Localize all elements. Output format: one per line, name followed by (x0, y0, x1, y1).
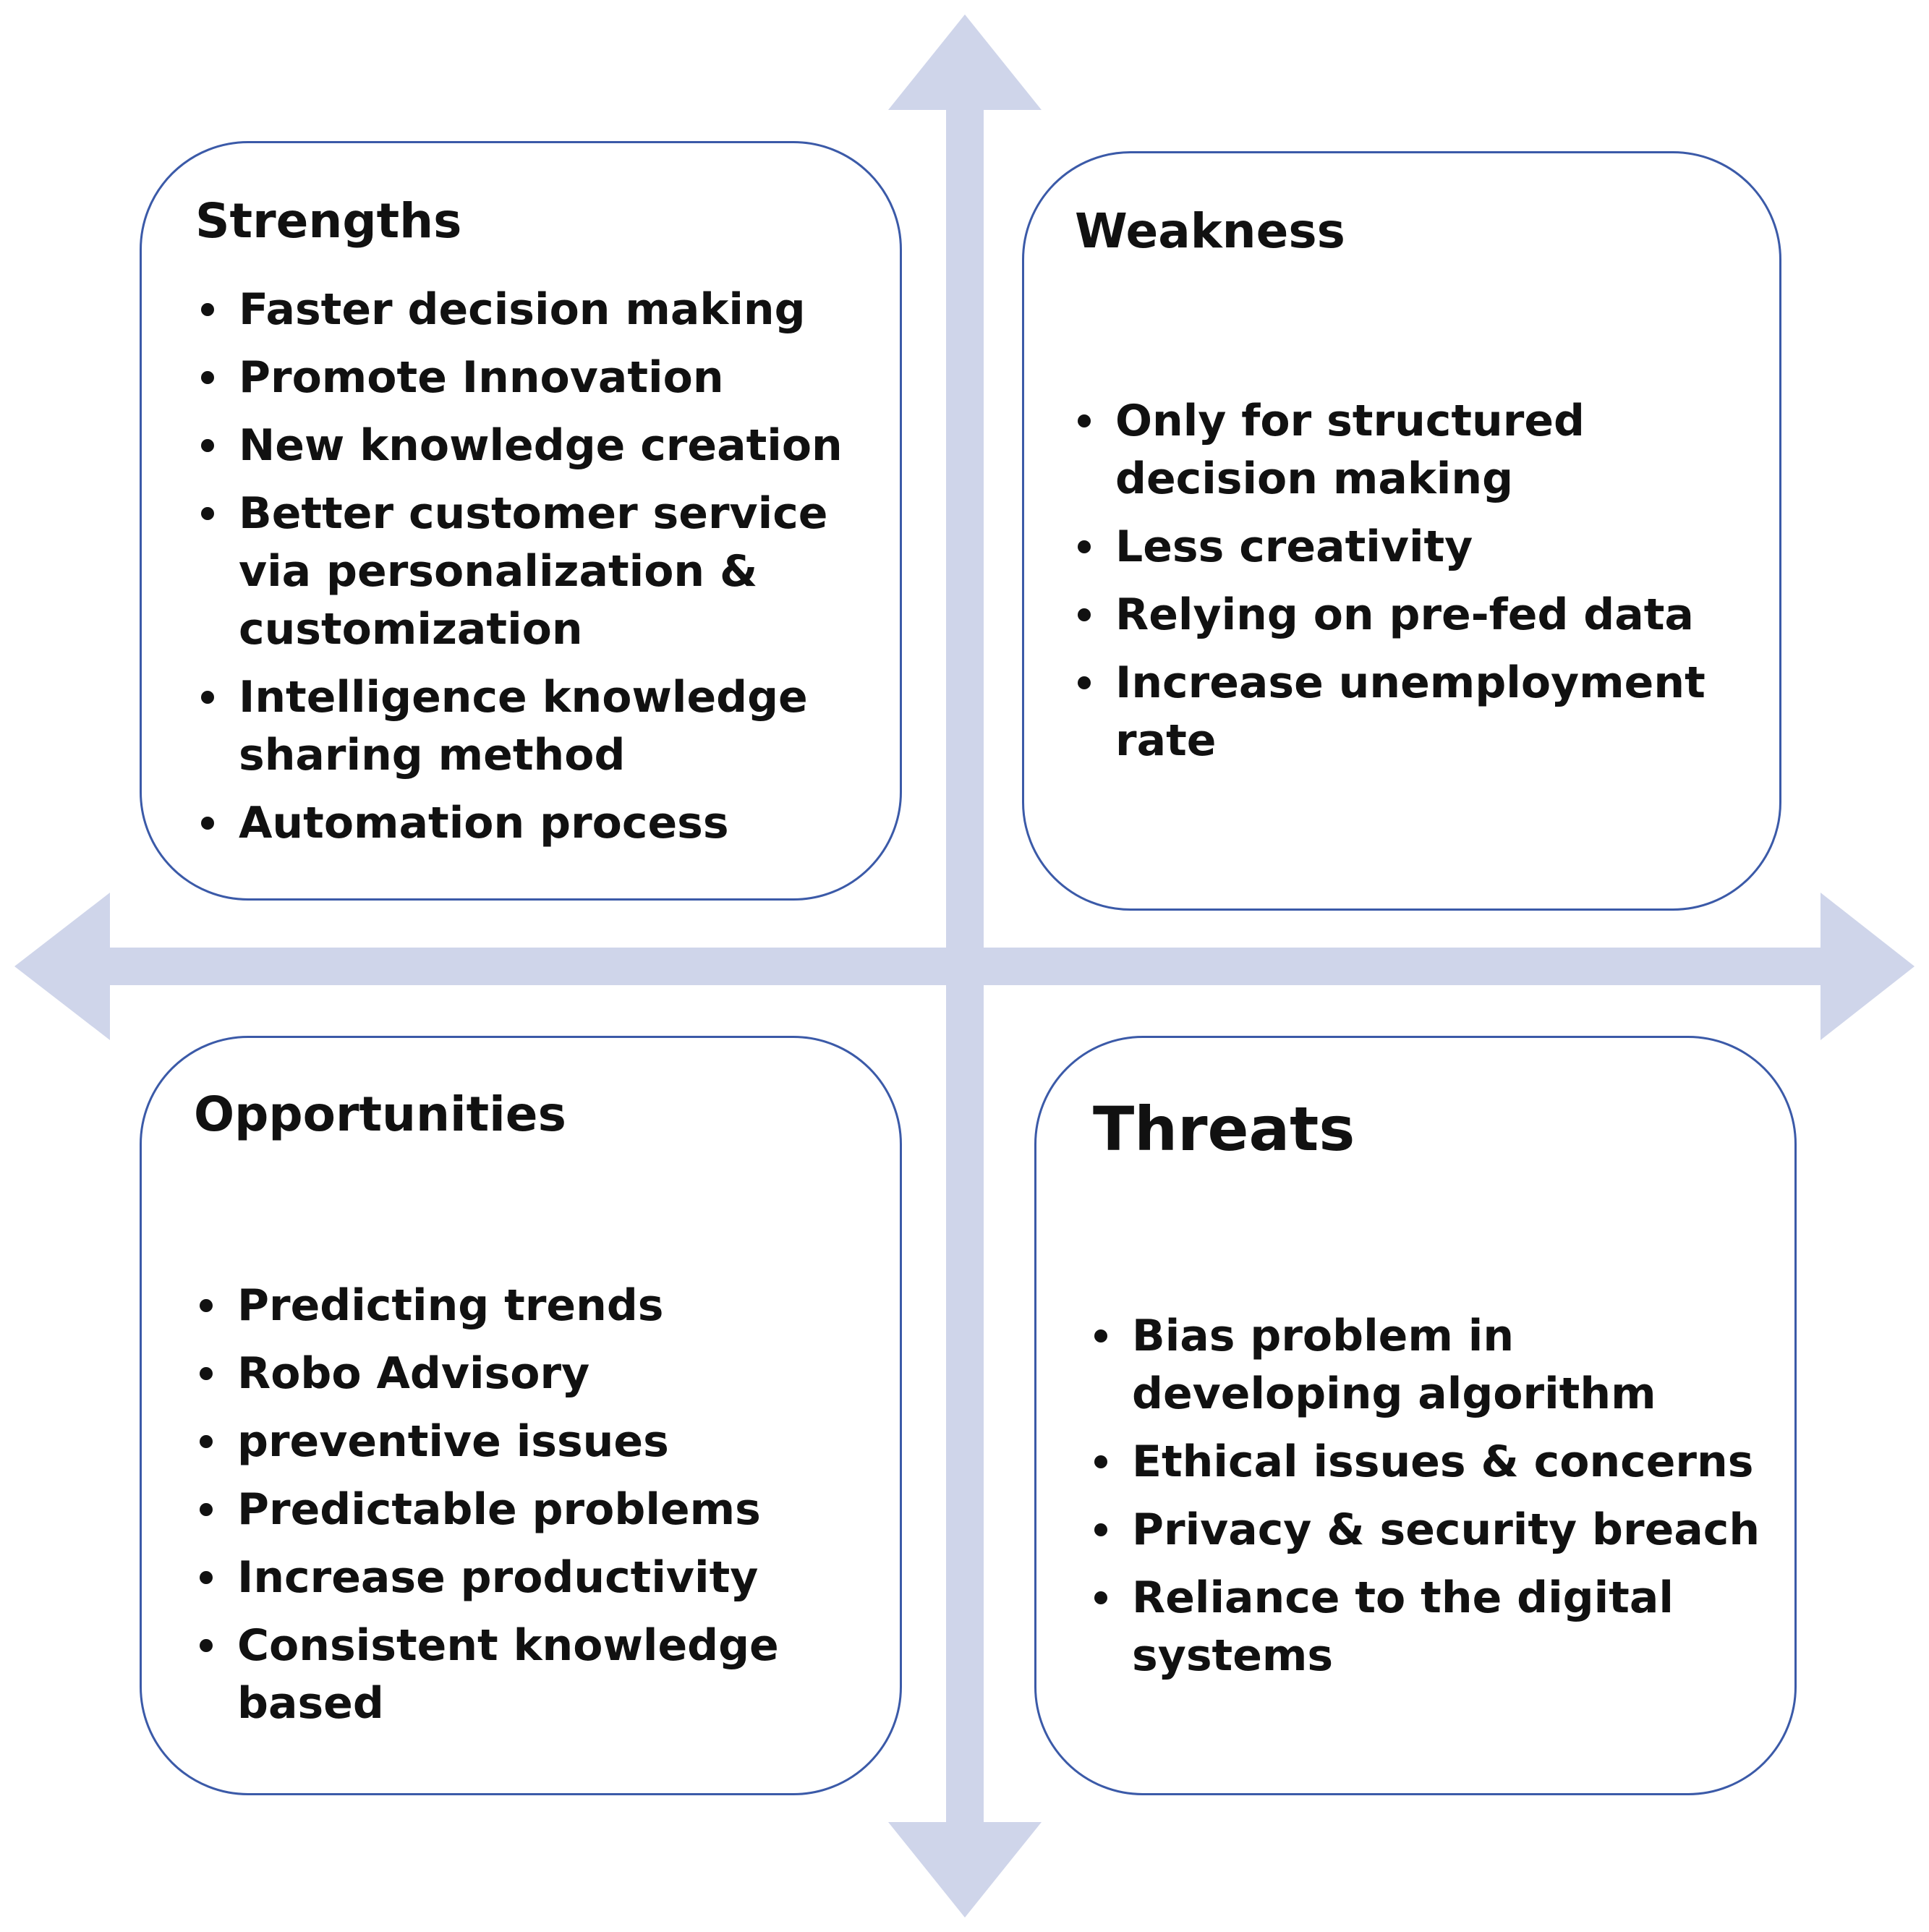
list-item: New knowledge creation (198, 417, 885, 475)
threats-box: Threats Bias problem in developing algor… (1034, 1036, 1797, 1795)
list-item: Increase productivity (197, 1549, 884, 1607)
list-item-text: Less creativity (1115, 522, 1473, 572)
opportunities-box: Opportunities Predicting trends Robo Adv… (140, 1036, 902, 1795)
bullet-icon (200, 1299, 213, 1312)
list-item-text: Relying on pre-fed data (1115, 590, 1694, 640)
weakness-list: Only for structured decision making Less… (1075, 392, 1755, 780)
list-item: preventive issues (197, 1413, 884, 1471)
list-item-text: Reliance to the digital systems (1132, 1573, 1674, 1681)
list-item-text: Increase productivity (237, 1552, 759, 1603)
list-item-text: Better customer service via personalizat… (239, 488, 828, 655)
list-item-text: Automation process (239, 798, 729, 848)
bullet-icon (201, 817, 214, 830)
bullet-icon (201, 439, 214, 452)
list-item-text: Privacy & security breach (1132, 1505, 1760, 1555)
list-item: Intelligence knowledge sharing method (198, 668, 885, 784)
weakness-title: Weakness (1075, 203, 1345, 259)
bullet-icon (200, 1435, 213, 1448)
list-item-text: New knowledge creation (239, 420, 843, 471)
list-item: Ethical issues & concerns (1091, 1433, 1779, 1491)
opportunities-title: Opportunities (194, 1086, 566, 1142)
list-item: Better customer service via personalizat… (198, 485, 885, 658)
list-item-text: preventive issues (237, 1416, 669, 1467)
bullet-icon (1078, 540, 1091, 553)
list-item: Reliance to the digital systems (1091, 1569, 1779, 1685)
list-item-text: Consistent knowledge based (237, 1620, 779, 1729)
bullet-icon (1078, 608, 1091, 621)
list-item: Robo Advisory (197, 1345, 884, 1403)
arrow-head-up (888, 14, 1042, 110)
list-item-text: Robo Advisory (237, 1348, 590, 1399)
arrow-head-left (14, 893, 110, 1040)
list-item-text: Faster decision making (239, 284, 806, 335)
list-item: Promote Innovation (198, 349, 885, 407)
bullet-icon (1094, 1455, 1107, 1468)
list-item-text: Promote Innovation (239, 352, 724, 403)
list-item-text: Predictable problems (237, 1484, 761, 1535)
list-item: Privacy & security breach (1091, 1501, 1779, 1559)
strengths-box: Strengths Faster decision making Promote… (140, 141, 902, 901)
list-item-text: Ethical issues & concerns (1132, 1437, 1754, 1487)
bullet-icon (201, 371, 214, 384)
bullet-icon (201, 303, 214, 316)
strengths-title: Strengths (195, 193, 462, 249)
list-item: Bias problem in developing algorithm (1091, 1307, 1779, 1423)
bullet-icon (200, 1639, 213, 1652)
list-item: Predicting trends (197, 1277, 884, 1335)
bullet-icon (1094, 1329, 1107, 1342)
strengths-list: Faster decision making Promote Innovatio… (198, 281, 885, 862)
list-item-text: Increase unemployment rate (1115, 658, 1706, 766)
threats-list: Bias problem in developing algorithm Eth… (1091, 1307, 1779, 1695)
bullet-icon (201, 507, 214, 520)
list-item-text: Predicting trends (237, 1280, 664, 1331)
bullet-icon (1078, 414, 1091, 427)
arrow-head-down (888, 1822, 1042, 1918)
weakness-box: Weakness Only for structured decision ma… (1022, 151, 1781, 911)
list-item: Consistent knowledge based (197, 1617, 884, 1732)
list-item: Increase unemployment rate (1075, 654, 1755, 770)
horizontal-arrow-shaft (101, 948, 1830, 985)
arrow-head-right (1821, 893, 1915, 1040)
arrow-shapes (14, 14, 1915, 1918)
list-item: Less creativity (1075, 518, 1755, 576)
bullet-icon (1094, 1591, 1107, 1604)
opportunities-list: Predicting trends Robo Advisory preventi… (197, 1277, 884, 1742)
list-item: Faster decision making (198, 281, 885, 339)
bullet-icon (1094, 1523, 1107, 1536)
list-item-text: Only for structured decision making (1115, 396, 1585, 504)
list-item: Relying on pre-fed data (1075, 586, 1755, 644)
list-item-text: Bias problem in developing algorithm (1132, 1311, 1656, 1419)
list-item: Automation process (198, 794, 885, 852)
threats-title: Threats (1093, 1094, 1355, 1165)
bullet-icon (200, 1571, 213, 1584)
bullet-icon (1078, 676, 1091, 689)
bullet-icon (200, 1367, 213, 1380)
bullet-icon (201, 691, 214, 704)
list-item: Only for structured decision making (1075, 392, 1755, 508)
bullet-icon (200, 1503, 213, 1516)
list-item-text: Intelligence knowledge sharing method (239, 672, 808, 780)
list-item: Predictable problems (197, 1481, 884, 1539)
